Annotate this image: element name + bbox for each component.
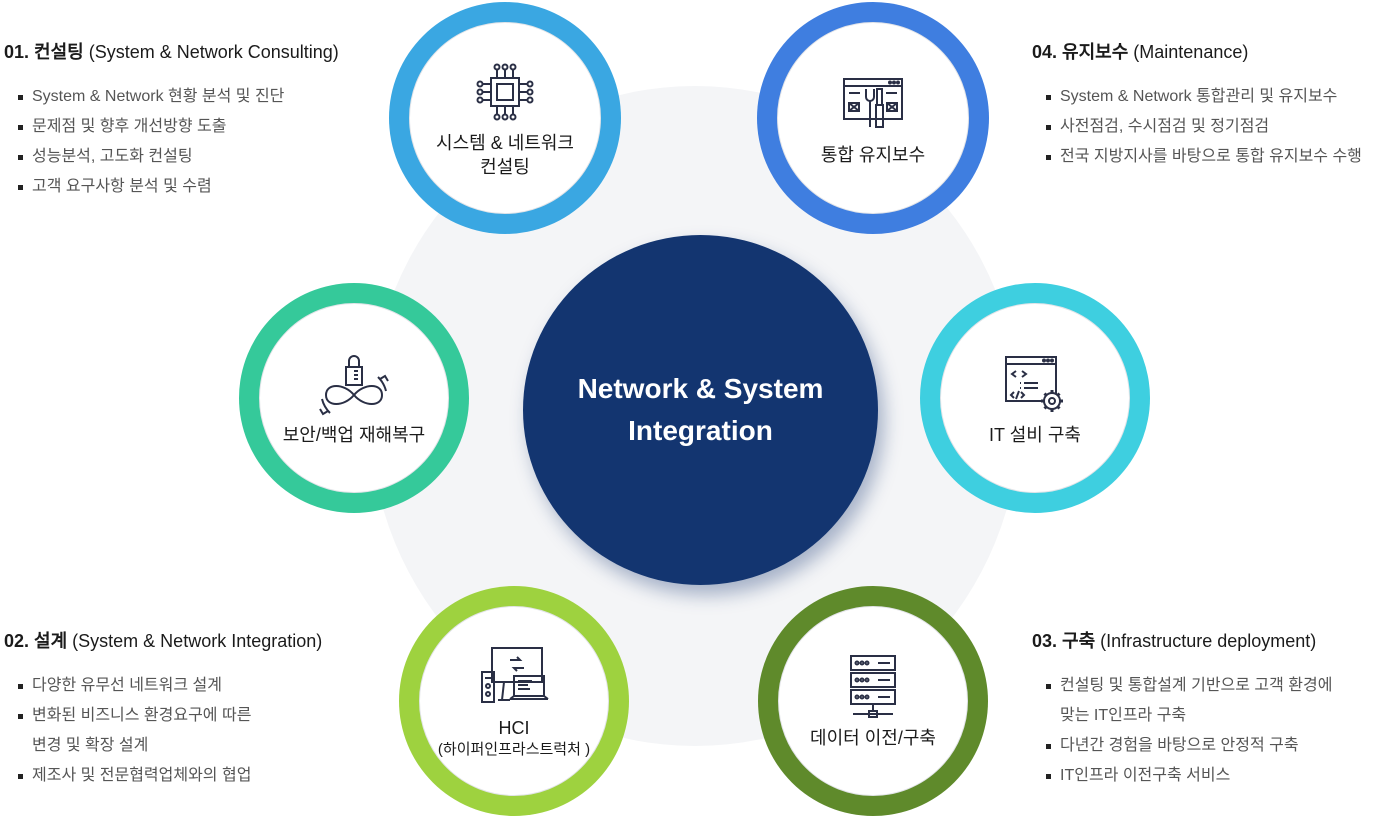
list-item: 고객 요구사항 분석 및 수렴 (4, 172, 339, 202)
node-label: 보안/백업 재해복구 (282, 425, 426, 445)
section-number: 02. 설계 (4, 631, 68, 651)
section-english-title: (System & Network Integration) (72, 631, 323, 651)
node-consulting: 시스템 & 네트워크 컨설팅 (389, 2, 621, 234)
section-number: 04. 유지보수 (1032, 42, 1129, 62)
list-item: 다양한 유무선 네트워크 설계 (4, 671, 322, 701)
section-design: 02. 설계 (System & Network Integration) 다양… (4, 627, 322, 791)
padlock-infinity-icon (319, 355, 389, 416)
section-title: 02. 설계 (System & Network Integration) (4, 627, 322, 653)
list-item: IT인프라 이전구축 서비스 (1032, 761, 1332, 791)
list-item: 다년간 경험을 바탕으로 안정적 구축 (1032, 731, 1332, 761)
list-item: 변경 및 확장 설계 (32, 737, 149, 754)
node-it-infra: IT 설비 구축 (920, 283, 1150, 513)
list-item: 컨설팅 및 통합설계 기반으로 고객 환경에 (1032, 671, 1332, 701)
list-item: 성능분석, 고도화 컨설팅 (4, 142, 339, 172)
node-migration: 데이터 이전/구축 (758, 586, 988, 816)
node-label: IT 설비 구축 (989, 425, 1081, 445)
list-item: 사전점검, 수시점검 및 정기점검 (1032, 112, 1362, 142)
section-english-title: (System & Network Consulting) (88, 42, 339, 62)
section-title: 04. 유지보수 (Maintenance) (1032, 38, 1362, 64)
node-hci: HCI (하이퍼인프라스트럭처 ) (399, 586, 629, 816)
code-window-gear-icon (1005, 356, 1063, 412)
cpu-chip-icon (476, 63, 534, 121)
devices-sync-icon (481, 647, 549, 703)
node-maintenance: 통합 유지보수 (757, 2, 989, 234)
section-title: 03. 구축 (Infrastructure deployment) (1032, 627, 1332, 653)
list-item: 제조사 및 전문협력업체와의 협업 (4, 761, 322, 791)
section-deployment: 03. 구축 (Infrastructure deployment) 컨설팅 및… (1032, 627, 1332, 791)
section-title: 01. 컨설팅 (System & Network Consulting) (4, 38, 339, 64)
list-item: 맞는 IT인프라 구축 (1060, 707, 1187, 724)
section-consulting: 01. 컨설팅 (System & Network Consulting) Sy… (4, 38, 339, 202)
node-label: HCI (498, 718, 530, 738)
section-english-title: (Maintenance) (1133, 42, 1249, 62)
node-security: 보안/백업 재해복구 (239, 283, 469, 513)
section-number: 01. 컨설팅 (4, 42, 84, 62)
node-label: 시스템 & 네트워크 컨설팅 (436, 133, 574, 177)
list-item: 문제점 및 향후 개선방향 도출 (4, 112, 339, 142)
section-maintenance: 04. 유지보수 (Maintenance) System & Network … (1032, 38, 1362, 172)
list-item: 변화된 비즈니스 환경요구에 따른 (4, 701, 322, 731)
tools-window-icon (843, 78, 903, 128)
node-label: 통합 유지보수 (820, 145, 926, 165)
list-item: System & Network 통합관리 및 유지보수 (1032, 82, 1362, 112)
server-rack-icon (850, 655, 896, 718)
node-label: 데이터 이전/구축 (810, 728, 936, 748)
center-title: Network & System Integration (577, 373, 824, 446)
section-english-title: (Infrastructure deployment) (1100, 631, 1317, 651)
node-sublabel: (하이퍼인프라스트럭처 ) (437, 741, 591, 758)
section-number: 03. 구축 (1032, 631, 1096, 651)
list-item: 전국 지방지사를 바탕으로 통합 유지보수 수행 (1032, 142, 1362, 172)
center-circle: Network & System Integration (523, 235, 878, 585)
list-item: System & Network 현황 분석 및 진단 (4, 82, 339, 112)
